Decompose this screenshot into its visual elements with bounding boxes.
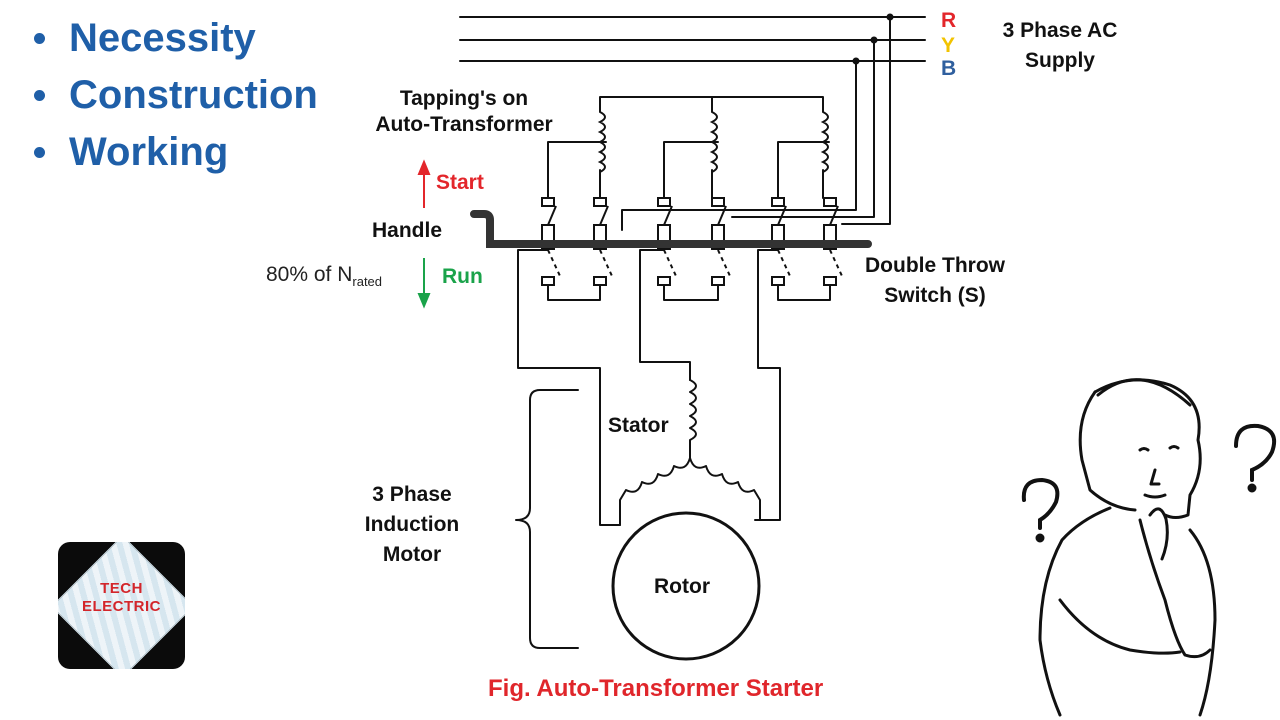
- bullet-icon: [34, 147, 45, 158]
- run-arrow: [417, 258, 431, 309]
- motor-brace: [515, 389, 579, 649]
- stator-coil-right: [689, 457, 761, 521]
- phase-b-label: B: [941, 57, 957, 80]
- tapping-label-line1: Tapping's on: [399, 87, 529, 110]
- lead-1: [517, 249, 621, 526]
- tap-2: [663, 141, 719, 199]
- switch-label: Double Throw Switch (S): [862, 253, 1008, 309]
- lead-2: [639, 249, 691, 381]
- bullet-icon: [34, 90, 45, 101]
- supply-drop-b: [621, 60, 857, 231]
- topic-label: Construction: [69, 73, 318, 117]
- question-mark-icon: [1021, 423, 1277, 543]
- supply-label: 3 Phase AC Supply: [990, 18, 1130, 74]
- supply-drop-y: [731, 39, 875, 218]
- logo-line2: ELECTRIC: [82, 598, 161, 615]
- run-label: Run: [442, 265, 483, 288]
- logo-line1: TECH: [100, 580, 143, 597]
- tapping-label: Tapping's on Auto-Transformer: [356, 86, 572, 138]
- start-arrow: [417, 159, 431, 208]
- phase-y-label: Y: [941, 34, 956, 57]
- tech-electric-logo: TECH ELECTRIC: [58, 542, 185, 669]
- tapping-label-line2: Auto-Transformer: [375, 113, 553, 136]
- tap-3: [777, 141, 830, 199]
- handle-icon: [470, 210, 872, 248]
- lead-3: [754, 249, 781, 521]
- logo-text: TECH ELECTRIC: [58, 580, 185, 616]
- topic-label: Working: [69, 130, 229, 174]
- topic-list: Necessity Construction Working: [34, 10, 318, 181]
- topic-label: Necessity: [69, 16, 256, 60]
- bullet-icon: [34, 33, 45, 44]
- topic-necessity: Necessity: [34, 10, 318, 67]
- topic-working: Working: [34, 124, 318, 181]
- tap-1: [547, 141, 607, 199]
- stator-label: Stator: [608, 414, 669, 437]
- motor-label-line1: 3 Phase: [372, 483, 452, 506]
- handle-label: Handle: [372, 219, 443, 242]
- topic-construction: Construction: [34, 67, 318, 124]
- figure-caption: Fig. Auto-Transformer Starter: [488, 675, 824, 702]
- stator-coil-top: [689, 379, 697, 459]
- start-label: Start: [436, 171, 484, 194]
- phase-r-label: R: [941, 9, 957, 32]
- speed-subscript: rated: [352, 274, 383, 290]
- switch-label-line1: Double Throw: [865, 254, 1005, 277]
- speed-prefix: 80% of N: [266, 263, 353, 286]
- thinking-person-icon: [1038, 378, 1217, 717]
- speed-label: 80% of Nrated: [266, 262, 382, 295]
- rotor-label: Rotor: [654, 575, 710, 598]
- stator-coil-left: [619, 457, 691, 526]
- supply-label-line1: 3 Phase AC: [1002, 19, 1118, 42]
- motor-label-line2: Induction: [364, 513, 460, 536]
- supply-drop-r: [841, 16, 891, 225]
- supply-label-line2: Supply: [1024, 49, 1095, 72]
- rotor-circle: [611, 511, 761, 661]
- star-point-bus: [599, 96, 824, 113]
- switch-label-line2: Switch (S): [884, 284, 986, 307]
- motor-label: 3 Phase Induction Motor: [348, 480, 476, 570]
- motor-label-line3: Motor: [382, 543, 442, 566]
